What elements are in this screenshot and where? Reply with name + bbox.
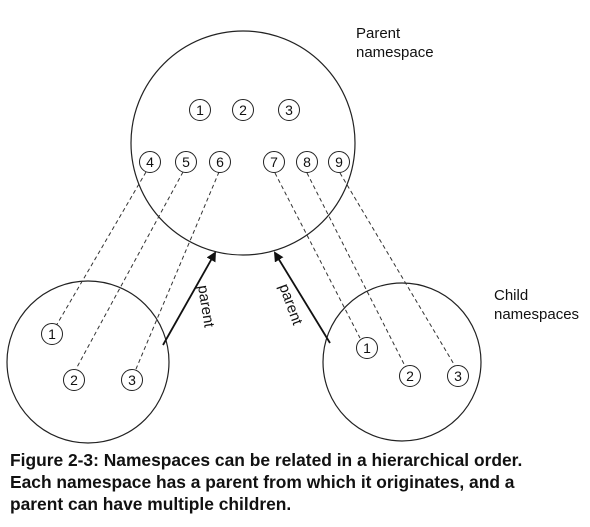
svg-text:3: 3: [285, 102, 293, 118]
right-child-node-2: 2: [399, 365, 421, 387]
svg-text:3: 3: [454, 368, 462, 384]
mapping-line-9: [339, 172, 456, 367]
parent-node-6: 6: [209, 151, 231, 173]
parent-arrows: parent parent: [162, 251, 331, 346]
parent-node-4: 4: [139, 151, 161, 173]
svg-text:1: 1: [48, 326, 56, 342]
parent-node-2: 2: [232, 99, 254, 121]
svg-text:8: 8: [303, 154, 311, 170]
figure-caption: Figure 2-3: Namespaces can be related in…: [10, 449, 585, 515]
left-parent-label: parent: [194, 284, 218, 329]
parent-namespace-label-line1: Parent: [356, 25, 401, 42]
diagram-canvas: parent parent 1 2 3 4 5 6 7 8 9 1 2 3 1 …: [6, 25, 579, 444]
mapping-line-7: [274, 172, 361, 339]
left-child-nodes: 1 2 3: [41, 323, 143, 391]
mapping-line-8: [306, 172, 406, 367]
parent-node-1: 1: [189, 99, 211, 121]
mapping-line-4: [55, 171, 147, 327]
svg-text:5: 5: [182, 154, 190, 170]
parent-node-9: 9: [328, 151, 350, 173]
svg-text:3: 3: [128, 372, 136, 388]
child-namespaces-label-line2: namespaces: [494, 306, 579, 323]
left-child-node-1: 1: [41, 323, 63, 345]
parent-node-3: 3: [278, 99, 300, 121]
caption-line-1: Figure 2-3: Namespaces can be related in…: [10, 450, 523, 470]
svg-text:2: 2: [70, 372, 78, 388]
parent-node-5: 5: [175, 151, 197, 173]
right-child-node-1: 1: [356, 337, 378, 359]
left-parent-arrow: [162, 251, 216, 346]
svg-text:1: 1: [196, 102, 204, 118]
caption-line-3: parent can have multiple children.: [10, 494, 292, 514]
parent-namespace-circle: [130, 30, 356, 256]
right-child-nodes: 1 2 3: [356, 337, 469, 387]
parent-namespace-nodes: 1 2 3 4 5 6 7 8 9: [139, 99, 350, 173]
parent-node-8: 8: [296, 151, 318, 173]
svg-text:9: 9: [335, 154, 343, 170]
caption-line-2: Each namespace has a parent from which i…: [10, 472, 515, 492]
parent-namespace-label-line2: namespace: [356, 44, 434, 61]
child-namespaces-label-line1: Child: [494, 287, 528, 304]
mapping-lines: [55, 171, 456, 370]
parent-node-7: 7: [263, 151, 285, 173]
svg-text:7: 7: [270, 154, 278, 170]
right-child-namespace-circle: [322, 282, 482, 442]
svg-text:6: 6: [216, 154, 224, 170]
left-child-node-2: 2: [63, 369, 85, 391]
right-parent-arrow: [273, 251, 331, 344]
right-child-node-3: 3: [447, 365, 469, 387]
mapping-line-6: [135, 171, 220, 370]
left-child-node-3: 3: [121, 369, 143, 391]
svg-text:2: 2: [406, 368, 414, 384]
right-parent-label: parent: [275, 282, 306, 329]
svg-text:4: 4: [146, 154, 154, 170]
left-child-namespace-circle: [6, 280, 170, 444]
svg-text:1: 1: [363, 340, 371, 356]
svg-text:2: 2: [239, 102, 247, 118]
mapping-line-5: [75, 171, 184, 370]
